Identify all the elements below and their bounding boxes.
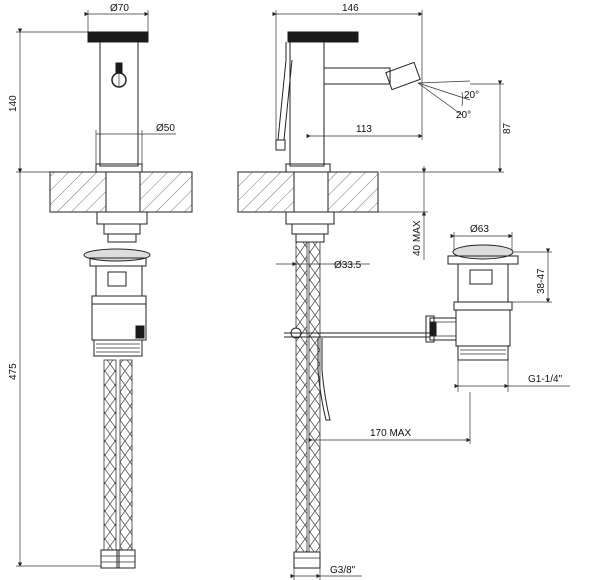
front-hose-right (119, 359, 133, 551)
side-handle-cap (287, 31, 359, 43)
front-body (99, 41, 139, 167)
side-width-dim: 146 (272, 3, 423, 150)
side-hose-thread-dim: G3/8" (290, 565, 362, 580)
side-hose-left (295, 241, 308, 553)
front-handle-diameter-label: Ø70 (110, 3, 129, 14)
side-lever-tip (275, 139, 286, 151)
side-hose-right (308, 241, 321, 553)
waste-thread-dim: G1-1/4" (454, 360, 570, 392)
side-mount-nut (285, 211, 335, 225)
side-body (289, 41, 325, 167)
front-popup-thread (93, 339, 143, 357)
side-deck-max-dim: 40 MAX (378, 166, 428, 260)
front-hose-fitting-right (116, 549, 136, 569)
side-hole-diameter-label: Ø33.5 (334, 260, 362, 271)
front-handle-cap (87, 31, 149, 43)
front-countertop-right (139, 171, 193, 213)
side-spout-nozzle (385, 61, 421, 91)
front-total-height-label: 475 (8, 363, 19, 380)
front-mount-nut (96, 211, 148, 225)
side-pull-rod-arm (317, 338, 331, 421)
side-countertop-right (327, 171, 379, 213)
side-spout (323, 67, 391, 85)
side-hose-thread-label: G3/8" (330, 565, 356, 576)
front-popup-body (95, 265, 143, 297)
side-spout-reach-dim: 113 (306, 90, 423, 140)
waste-view: Ø63 38-47 G1-1/4" (425, 224, 570, 392)
front-handle-diameter-dim: Ø70 (84, 3, 149, 34)
side-view: 146 20° 20° 113 87 (237, 3, 513, 580)
waste-diameter-label: Ø63 (470, 224, 489, 235)
side-spout-reach-label: 113 (356, 124, 372, 135)
side-angle-bottom-label: 20° (456, 110, 471, 121)
side-base (285, 163, 331, 173)
side-angle-top-label: 20° (464, 90, 479, 101)
side-deck-max-label: 40 MAX (412, 220, 423, 256)
waste-height-label: 38-47 (536, 268, 547, 294)
side-width-label: 146 (342, 3, 359, 14)
front-view: Ø70 Ø50 (8, 3, 193, 569)
front-body-diameter-label: Ø50 (156, 123, 175, 134)
waste-thread (457, 345, 509, 361)
front-total-height-dim: 475 (8, 168, 101, 567)
front-countertop-left (49, 171, 107, 213)
side-hole-diameter-dim: Ø33.5 (276, 260, 370, 271)
side-drain-reach-label: 170 MAX (370, 428, 411, 439)
front-height-label: 140 (8, 95, 19, 112)
side-hose-fitting (293, 551, 321, 569)
waste-height-dim: 38-47 (510, 248, 552, 303)
front-hose-left (103, 359, 117, 551)
waste-diameter-dim: Ø63 (450, 224, 513, 250)
front-popup-cap (83, 248, 151, 262)
front-hose-fitting-left (100, 549, 120, 569)
waste-cap (452, 244, 514, 260)
side-spout-height-label: 87 (502, 122, 513, 134)
waste-thread-label: G1-1/4" (528, 374, 563, 385)
side-spout-height-dim: 87 (380, 80, 513, 173)
side-countertop-left (237, 171, 295, 213)
front-body-diameter-dim: Ø50 (95, 123, 176, 164)
side-drain-reach-dim: 170 MAX (308, 392, 471, 444)
front-base (95, 163, 143, 173)
waste-lower-body (455, 309, 511, 347)
front-height-dim: 140 (8, 28, 88, 173)
